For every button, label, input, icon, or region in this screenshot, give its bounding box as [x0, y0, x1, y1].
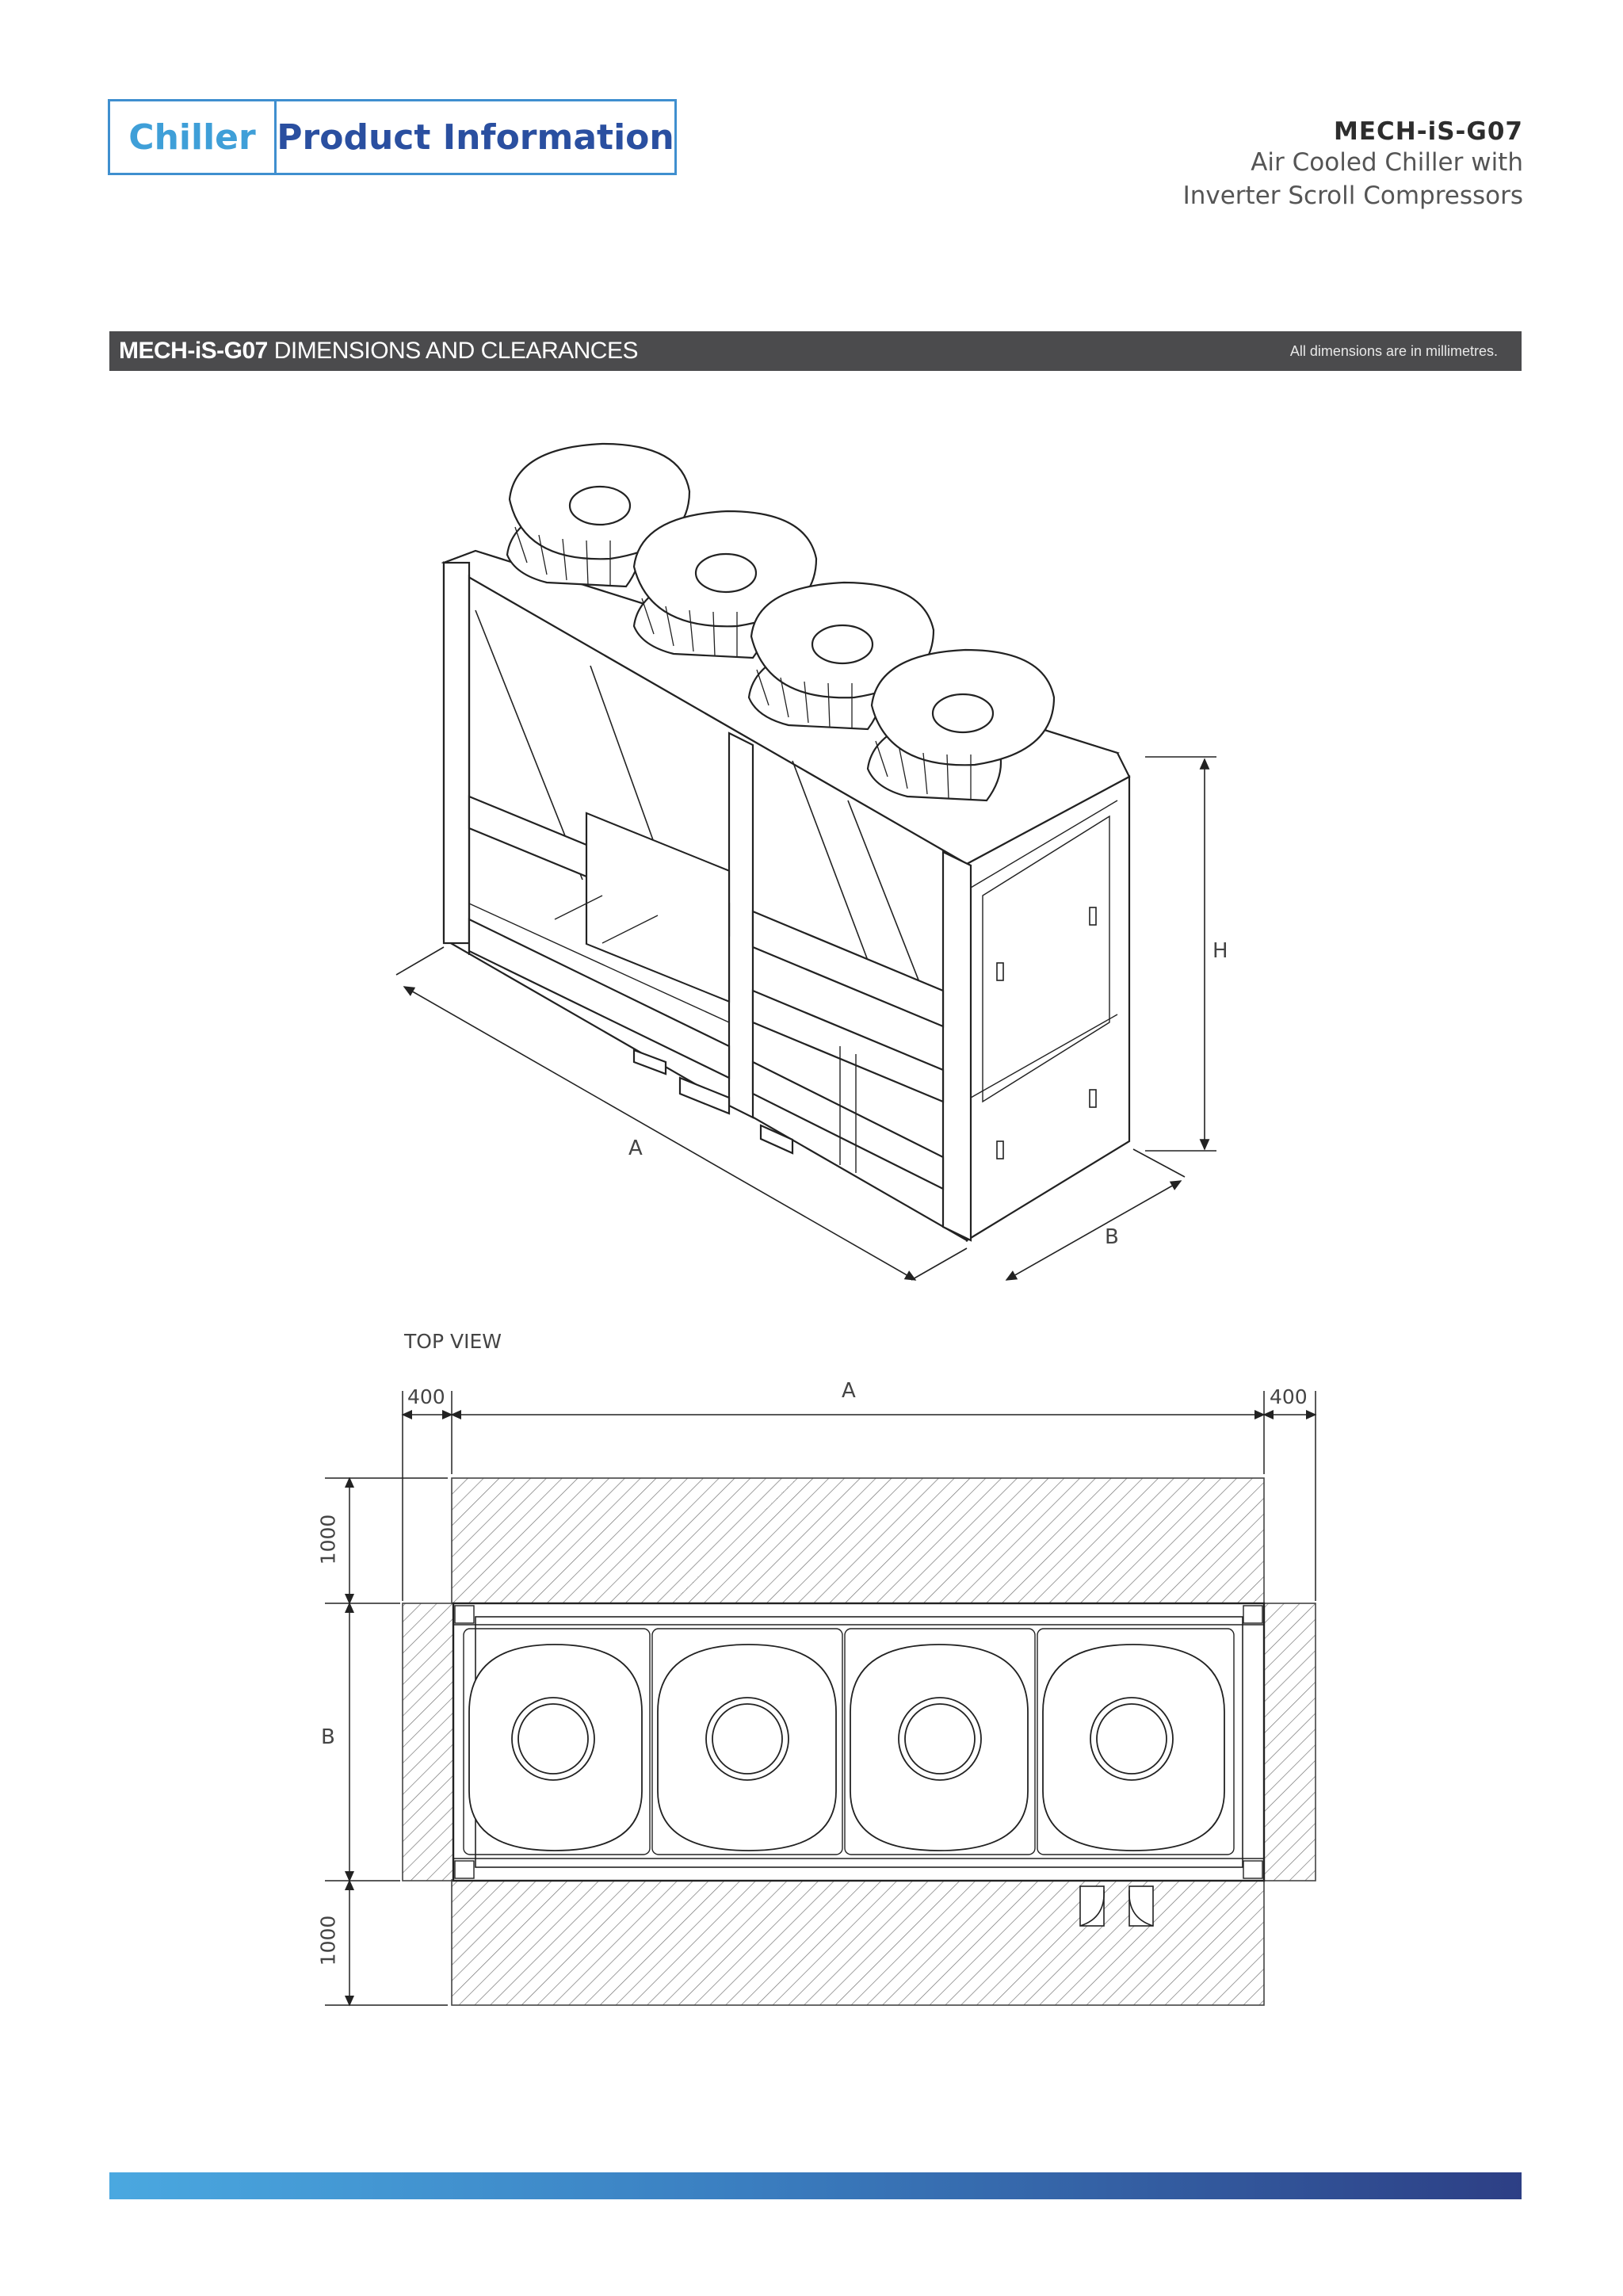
category-label: Chiller: [110, 101, 277, 173]
section-header: MECH-iS-G07 DIMENSIONS AND CLEARANCES Al…: [109, 331, 1522, 371]
iso-dimension-h: [1145, 756, 1216, 1152]
model-name: MECH-iS-G07: [1334, 117, 1523, 146]
section-title-text: DIMENSIONS AND CLEARANCES: [267, 338, 639, 364]
top-fan-1: [463, 1628, 651, 1855]
iso-label-h: H: [1212, 939, 1228, 963]
top-label-a: A: [842, 1379, 856, 1403]
product-tag: Chiller Product Information: [108, 99, 677, 175]
top-view: [325, 1391, 1317, 2007]
clearance-zone-top: [451, 1477, 1265, 1604]
clearance-zone-right: [1263, 1603, 1316, 1881]
clearance-bottom-label: 1000: [316, 1915, 340, 1966]
iso-label-a: A: [628, 1137, 643, 1160]
top-fan-4: [1037, 1628, 1235, 1855]
iso-dimension-a: [395, 946, 968, 1281]
section-title-model: MECH-iS-G07: [119, 338, 268, 364]
clearance-zone-bottom: [451, 1879, 1265, 2006]
footer-bar: [109, 2172, 1522, 2199]
description-line-1: Air Cooled Chiller with: [1251, 148, 1523, 177]
document-type-label: Product Information: [277, 117, 674, 158]
clearance-top-label: 1000: [316, 1514, 340, 1565]
product-heading: MECH-iS-G07 Air Cooled Chiller with Inve…: [1183, 117, 1523, 212]
iso-fan-3: [747, 581, 935, 731]
iso-fan-1: [506, 442, 691, 588]
top-fan-3: [844, 1628, 1036, 1855]
section-title: MECH-iS-G07 DIMENSIONS AND CLEARANCES: [119, 338, 638, 365]
clearance-left-label: 400: [407, 1385, 445, 1408]
isometric-view: [395, 442, 1216, 1281]
iso-label-b: B: [1105, 1225, 1119, 1249]
iso-dimension-b: [1005, 1148, 1186, 1281]
iso-fan-4: [866, 648, 1056, 802]
top-label-b: B: [321, 1725, 335, 1749]
top-fan-2: [651, 1628, 843, 1855]
iso-fan-2: [632, 510, 818, 659]
clearance-zone-left: [402, 1603, 454, 1881]
units-note: All dimensions are in millimetres.: [1289, 342, 1498, 359]
top-view-title: TOP VIEW: [404, 1330, 502, 1353]
description-line-2: Inverter Scroll Compressors: [1182, 181, 1523, 210]
clearance-right-label: 400: [1270, 1385, 1308, 1408]
top-fans: [463, 1628, 1235, 1855]
access-doors: [1079, 1885, 1154, 1927]
